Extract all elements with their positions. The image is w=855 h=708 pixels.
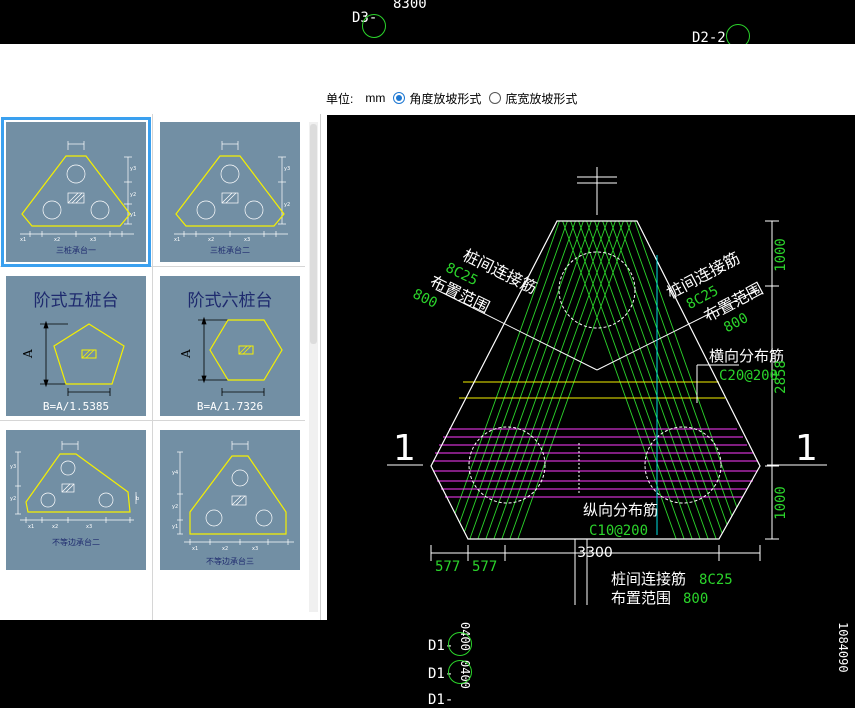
dim-label: x2 xyxy=(222,546,228,552)
thumb-caption: 三桩承台二 xyxy=(210,245,250,255)
dim-label: y1 xyxy=(130,212,136,218)
dim-label: y3 xyxy=(130,166,136,172)
dim-label: x1 xyxy=(174,237,180,243)
dim-label: b xyxy=(136,496,139,502)
cad-axis-bubble xyxy=(362,14,386,38)
cad-axis-bubble xyxy=(448,660,472,684)
dim-label: x3 xyxy=(86,524,92,530)
cad-vertical-number: 1084090 xyxy=(836,622,850,673)
horizontal-bar-value: C20@200 xyxy=(719,368,778,384)
thumb-title: 阶式六桩台 xyxy=(188,291,273,311)
pile-cap-thumbnail-list: y3 y2 y1 x1 x2 x3 三桩承台一 xyxy=(0,114,321,620)
pile-cap-preview: 1 1 桩间连接筋 8C25 布置范围 800 桩间连接筋 8C25 布置范围 … xyxy=(327,115,855,620)
unit-label: 单位: xyxy=(326,91,354,106)
bottom-connection-bar-label: 桩间连接筋 xyxy=(611,570,686,588)
dim-a-label: A xyxy=(21,349,35,359)
horizontal-bar-label: 横向分布筋 xyxy=(709,347,784,365)
dim-label: x2 xyxy=(52,524,58,530)
dim-label: y3 xyxy=(284,166,290,172)
dim-label: y2 xyxy=(130,192,136,198)
thumb-three-pile-cap-2[interactable]: y3 y2 x1 x2 x3 三桩承台二 xyxy=(160,122,300,262)
dim-label: x3 xyxy=(90,237,96,243)
thumb-formula: B=A/1.7326 xyxy=(197,400,263,413)
dim-left-a: 577 xyxy=(435,559,460,575)
radio-unchecked-icon[interactable] xyxy=(489,92,502,104)
radio-angle-slope[interactable]: 角度放坡形式 xyxy=(393,90,481,107)
cad-axis-bubble xyxy=(448,632,472,656)
cad-label: 8300 xyxy=(393,0,427,12)
radio-checked-icon[interactable] xyxy=(393,92,406,104)
thumb-formula: B=A/1.5385 xyxy=(43,400,109,413)
thumbnail-scrollbar[interactable] xyxy=(309,122,318,612)
cad-background-top: D3- 8300 D2-2 xyxy=(0,0,855,48)
dim-label: y2 xyxy=(284,202,290,208)
section-mark-left: 1 xyxy=(393,428,416,469)
dim-label: y4 xyxy=(172,470,178,476)
dim-label: x3 xyxy=(244,237,250,243)
thumb-unequal-cap-3[interactable]: y4 y2 y1 x1 x2 x3 不等边承台三 xyxy=(160,430,300,570)
thumb-title: 阶式五桩台 xyxy=(34,291,119,311)
cad-label: D1- xyxy=(428,666,454,682)
cad-label: D1- xyxy=(428,638,454,654)
dim-label: y1 xyxy=(172,524,178,530)
pile-cap-dialog: 单位: mm 角度放坡形式 底宽放坡形式 xyxy=(0,44,855,620)
thumb-unequal-cap-2[interactable]: y3 y2 b x1 x2 x3 不等边承台二 xyxy=(6,430,146,570)
dim-label: x1 xyxy=(192,546,198,552)
unit-row: 单位: mm 角度放坡形式 底宽放坡形式 xyxy=(326,88,577,108)
bottom-connection-bar-value: 8C25 xyxy=(699,572,733,588)
thumb-stepped-six-pile-cap[interactable]: 阶式六桩台 A B=A/1.7326 xyxy=(160,276,300,416)
dim-label: x1 xyxy=(28,524,34,530)
thumb-caption: 不等边承台二 xyxy=(52,537,100,547)
dim-label: y3 xyxy=(10,464,16,470)
radio-width-slope-label[interactable]: 底宽放坡形式 xyxy=(505,91,578,106)
dim-label: x3 xyxy=(252,546,258,552)
scrollbar-thumb[interactable] xyxy=(310,124,317,344)
section-mark-right: 1 xyxy=(795,428,818,469)
dim-vertical-middle: 2858 xyxy=(773,360,789,394)
unit-value: mm xyxy=(365,91,386,105)
thumb-stepped-five-pile-cap[interactable]: 阶式五桩台 A B=A/1.5385 xyxy=(6,276,146,416)
cad-label: D1- xyxy=(428,692,454,708)
dim-label: x2 xyxy=(208,237,214,243)
dim-label: y2 xyxy=(10,496,16,502)
thumb-three-pile-cap-1[interactable]: y3 y2 y1 x1 x2 x3 三桩承台一 xyxy=(1,117,151,267)
vertical-bar-label: 纵向分布筋 xyxy=(583,501,658,519)
cad-background-bottom: D1- D1- D1- 0400 0400 1084090 xyxy=(0,620,855,708)
thumb-caption: 不等边承台三 xyxy=(206,556,254,566)
radio-angle-slope-label[interactable]: 角度放坡形式 xyxy=(409,91,482,106)
dim-label: x2 xyxy=(54,237,60,243)
dim-vertical-top: 1000 xyxy=(773,238,789,272)
dim-label: x1 xyxy=(20,237,26,243)
thumb-caption: 三桩承台一 xyxy=(56,245,96,255)
bottom-range-value: 800 xyxy=(683,591,708,607)
cad-label: D2-2 xyxy=(692,30,726,46)
radio-width-slope[interactable]: 底宽放坡形式 xyxy=(489,90,577,107)
bottom-range-label: 布置范围 xyxy=(611,589,671,607)
dim-width: 3300 xyxy=(577,545,613,561)
dim-vertical-bottom: 1000 xyxy=(773,486,789,520)
dim-left-b: 577 xyxy=(472,559,497,575)
vertical-bar-value: C10@200 xyxy=(589,523,648,539)
dim-a-label: A xyxy=(179,349,193,359)
dim-label: y2 xyxy=(172,504,178,510)
